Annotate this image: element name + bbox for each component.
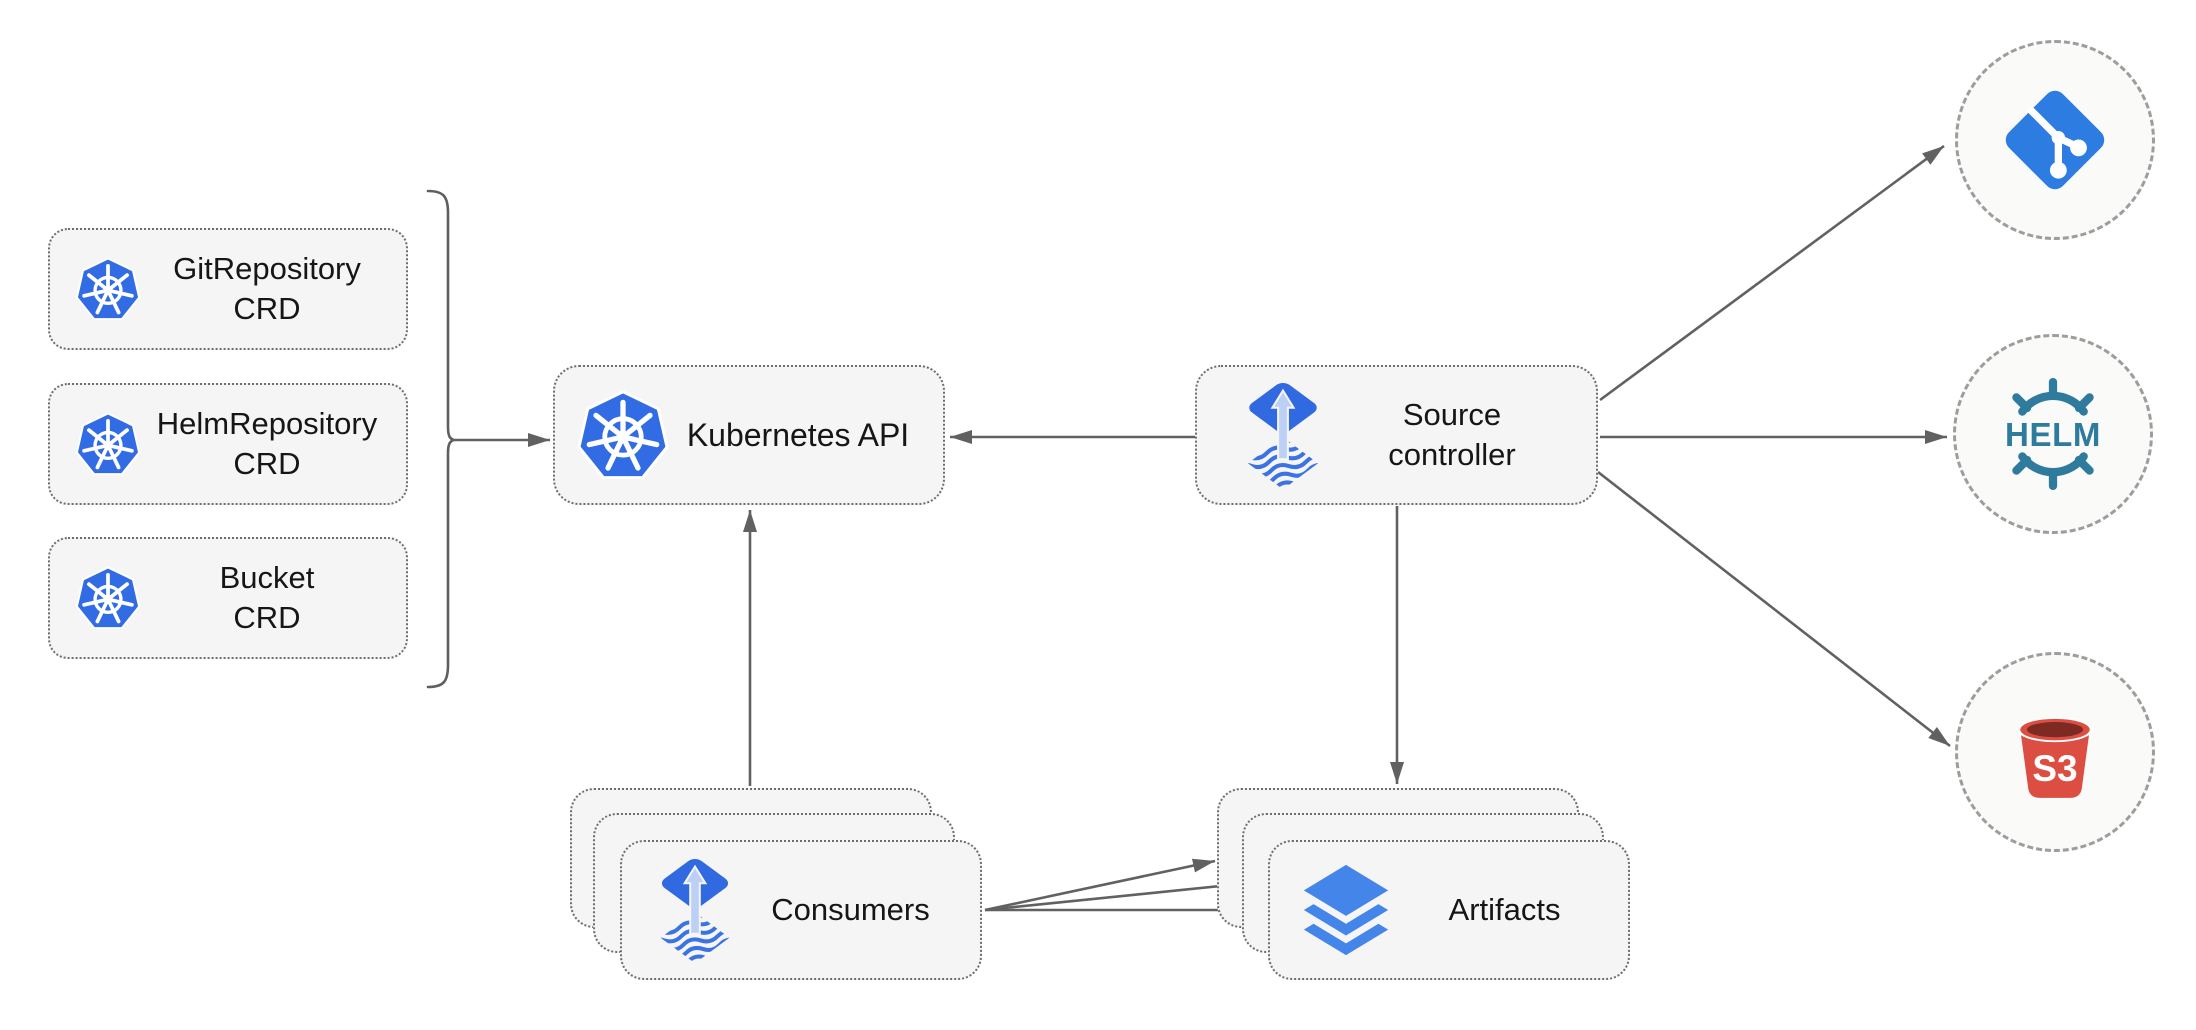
kubernetes-icon <box>75 412 141 476</box>
flux-icon <box>660 858 730 963</box>
kubernetes-icon <box>577 390 669 479</box>
label-line: Source <box>1402 397 1502 432</box>
arrow-source-controller-to-s3 <box>1597 470 1951 748</box>
s3-bucket-icon: S3 <box>2016 717 2094 798</box>
node-label: Artifacts <box>1448 892 1561 927</box>
label-line: CRD <box>233 600 301 635</box>
label-line: controller <box>1388 437 1516 472</box>
helm-icon: HELM <box>2005 377 2101 491</box>
label-line: Bucket <box>219 560 315 595</box>
node-label: Consumers <box>771 892 930 927</box>
endpoint-s3-bucket: S3 <box>1955 652 2155 852</box>
node-label: GitRepository CRD <box>142 249 392 329</box>
layers-icon <box>1303 864 1389 956</box>
flux-icon <box>1247 382 1319 489</box>
helm-wordmark: HELM <box>2005 416 2101 453</box>
node-label: Source controller <box>1324 395 1580 475</box>
kubernetes-icon <box>75 566 141 630</box>
node-label: Kubernetes API <box>686 417 910 453</box>
label-line: CRD <box>233 446 301 481</box>
node-consumers: Consumers <box>620 840 982 980</box>
label-line: HelmRepository <box>156 406 378 441</box>
node-gitrepository-crd: GitRepository CRD <box>48 228 408 350</box>
node-artifacts: Artifacts <box>1268 840 1630 980</box>
node-label: HelmRepository CRD <box>142 404 392 484</box>
endpoint-helm-repository: HELM <box>1953 334 2153 534</box>
arrow-source-controller-to-git <box>1599 144 1945 402</box>
node-kubernetes-api: Kubernetes API <box>553 365 945 505</box>
node-label: Bucket CRD <box>142 558 392 638</box>
endpoint-git-repository <box>1955 40 2155 240</box>
s3-wordmark: S3 <box>2032 748 2077 789</box>
kubernetes-icon <box>75 257 141 321</box>
crd-group-bracket <box>426 189 455 689</box>
git-icon <box>2005 90 2105 190</box>
arrow-consumers-to-artifacts-1 <box>984 858 1216 912</box>
node-source-controller: Source controller <box>1195 365 1598 505</box>
label-line: CRD <box>233 291 301 326</box>
node-helmrepository-crd: HelmRepository CRD <box>48 383 408 505</box>
arrow-consumers-to-artifacts-2 <box>984 879 1241 912</box>
node-bucket-crd: Bucket CRD <box>48 537 408 659</box>
label-line: GitRepository <box>173 251 361 286</box>
